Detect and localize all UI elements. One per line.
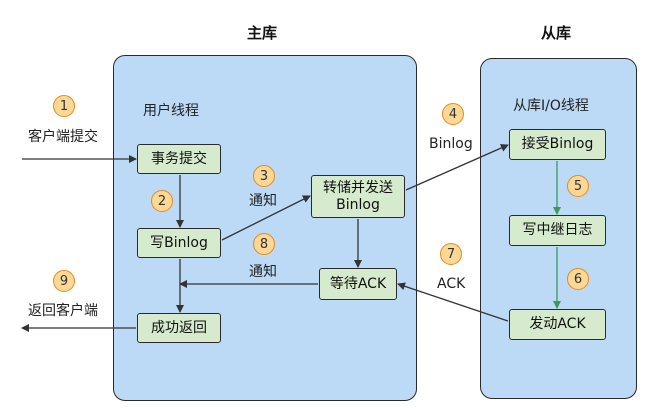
success-return-text: 成功返回 xyxy=(151,319,207,336)
notify-bottom-label: 通知 xyxy=(249,264,277,280)
slave-io-thread-label: 从库I/O线程 xyxy=(513,98,589,114)
tx-commit-box: 事务提交 xyxy=(137,144,221,174)
step-3-badge: 3 xyxy=(253,165,275,187)
send-ack-text: 发动ACK xyxy=(529,316,586,332)
write-relay-log-box: 写中继日志 xyxy=(509,215,606,246)
step-1-badge: 1 xyxy=(53,95,75,117)
arrow-binlog-to-dump xyxy=(221,195,311,241)
client-commit-label: 客户端提交 xyxy=(28,129,98,145)
receive-binlog-box: 接受Binlog xyxy=(509,129,606,160)
arrow-dump-to-receive xyxy=(405,144,509,191)
binlog-edge-label: Binlog xyxy=(429,136,473,152)
wait-ack-box: 等待ACK xyxy=(319,268,397,300)
return-client-label: 返回客户端 xyxy=(28,303,98,319)
step-4-badge: 4 xyxy=(442,103,464,125)
receive-binlog-text: 接受Binlog xyxy=(521,136,594,152)
step-5-badge: 5 xyxy=(567,175,589,197)
step-7-badge: 7 xyxy=(440,243,462,265)
dump-send-text: 转储并发送 xyxy=(323,179,393,196)
user-thread-label: 用户线程 xyxy=(143,103,199,119)
success-return-box: 成功返回 xyxy=(137,313,221,343)
step-2-badge: 2 xyxy=(151,190,173,212)
notify-top-label: 通知 xyxy=(249,193,277,209)
step-8-badge: 8 xyxy=(253,233,275,255)
step-6-badge: 6 xyxy=(567,268,589,290)
step-9-badge: 9 xyxy=(53,270,75,292)
write-binlog-box: 写Binlog xyxy=(137,228,221,258)
arrow-ack-to-wait xyxy=(397,282,509,322)
dump-send-binlog-box: 转储并发送 Binlog xyxy=(311,175,405,218)
write-relay-log-text: 写中继日志 xyxy=(522,222,593,238)
slave-title: 从库 xyxy=(541,24,572,42)
dump-binlog-text: Binlog xyxy=(336,196,380,213)
tx-commit-text: 事务提交 xyxy=(151,150,207,167)
ack-edge-label: ACK xyxy=(437,276,466,292)
send-ack-box: 发动ACK xyxy=(509,309,606,340)
write-binlog-text: 写Binlog xyxy=(150,234,208,251)
master-title: 主库 xyxy=(247,24,278,42)
wait-ack-text: 等待ACK xyxy=(329,275,387,292)
